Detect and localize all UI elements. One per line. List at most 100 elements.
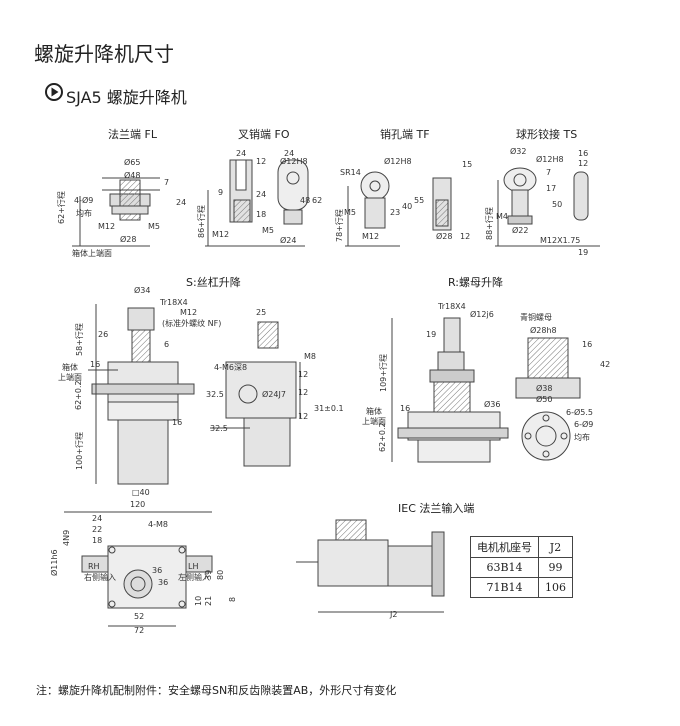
- ts-dim: 50: [552, 200, 563, 209]
- ts-dim: Ø22: [512, 226, 529, 235]
- table-header-cell: 电机机座号: [470, 536, 539, 558]
- fo-dim: 48: [300, 196, 311, 205]
- bottom-dim: 10: [194, 595, 203, 606]
- j2-table: 电机机座号 J2 63B14 99 71B14 106: [470, 536, 573, 598]
- fl-dim: Ø28: [120, 235, 137, 244]
- fl-dim: 62+行程: [57, 191, 66, 224]
- r-view-title: R:螺母升降: [448, 276, 504, 289]
- s-dim: 上端面: [58, 373, 82, 382]
- r-dim: Ø12j6: [470, 310, 494, 319]
- s-dim: Ø24J7: [262, 390, 286, 399]
- r-nut-drawing: [515, 337, 581, 461]
- fl-dim: 7: [164, 178, 170, 187]
- s-dim: 26: [98, 330, 109, 339]
- r-dim: 16: [400, 404, 411, 413]
- bottom-dim: 4N9: [62, 529, 71, 546]
- fo-title: 叉销端 FO: [238, 128, 290, 141]
- tf-dim: 40: [402, 202, 413, 211]
- fl-dim: Ø48: [124, 171, 141, 180]
- s-view-title: S:丝杠升降: [186, 276, 241, 289]
- ts-dim: Ø32: [510, 147, 527, 156]
- fo-dim: 24: [236, 149, 247, 158]
- tf-dim: Ø12H8: [384, 157, 412, 166]
- tf-dim: 23: [390, 208, 401, 217]
- bottom-dim: 80: [216, 569, 225, 580]
- tf-dim: M5: [344, 208, 356, 217]
- s-dim: 62+0.2: [74, 380, 83, 410]
- s-dim: 58+行程: [75, 323, 84, 356]
- s-dim: (标准外螺纹 NF): [162, 319, 222, 328]
- table-header-row: 电机机座号 J2: [470, 536, 573, 558]
- r-front-drawing: [391, 317, 509, 463]
- r-dim: 均布: [574, 433, 590, 442]
- table-cell: 63B14: [470, 557, 539, 578]
- fo-dim: Ø24: [280, 236, 297, 245]
- bottom-dim: 39: [204, 569, 213, 580]
- bottom-dim: 24: [92, 514, 103, 523]
- r-dim: Ø36: [484, 400, 501, 409]
- fo-dim: 86+行程: [197, 205, 206, 238]
- r-dim: 6-Ø9: [574, 420, 594, 429]
- r-dim: Ø50: [536, 395, 553, 404]
- tf-title: 销孔端 TF: [380, 128, 430, 141]
- ts-drawing: [495, 167, 600, 247]
- bottom-dim: RH: [88, 562, 100, 571]
- bottom-dim: 36: [152, 566, 163, 575]
- s-dim: 31±0.1: [314, 404, 344, 413]
- s-dim: 12: [298, 388, 309, 397]
- s-dim: 16: [90, 360, 101, 369]
- tf-dim: 12: [460, 232, 471, 241]
- s-dim: M12: [180, 308, 198, 317]
- page-title: 螺旋升降机尺寸: [34, 42, 174, 66]
- bottom-dim: Ø11h6: [50, 549, 59, 576]
- fo-dim: 12: [256, 157, 267, 166]
- bottom-dim: 36: [158, 578, 169, 587]
- ts-dim: Ø12H8: [536, 155, 564, 164]
- fo-dim: 62: [312, 196, 323, 205]
- s-dim: 32.5: [206, 390, 224, 399]
- iec-drawing: [296, 519, 445, 613]
- r-dim: 箱体: [366, 407, 382, 416]
- table-row: 63B14 99: [470, 557, 573, 578]
- fo-dim: 9: [218, 188, 224, 197]
- bottom-dim: 8: [228, 596, 237, 602]
- s-dim: 32.5: [210, 424, 228, 433]
- iec-title: IEC 法兰输入端: [398, 502, 475, 515]
- table-row: 71B14 106: [470, 577, 573, 598]
- ts-dim: 12: [578, 159, 589, 168]
- fo-dim: Ø12H8: [280, 157, 308, 166]
- bottom-dim: 22: [92, 525, 103, 534]
- s-dim: 16: [172, 418, 183, 427]
- s-front-drawing: [88, 304, 195, 485]
- bottom-dim: 左侧输入: [178, 573, 210, 582]
- r-dim: Ø28h8: [530, 326, 557, 335]
- s-dim: 6: [164, 340, 170, 349]
- s-dim: 12: [298, 412, 309, 421]
- fo-dim: M5: [262, 226, 274, 235]
- ts-dim: 19: [578, 248, 589, 257]
- s-dim: 4-M6深8: [214, 363, 248, 372]
- ts-dim: 17: [546, 184, 557, 193]
- fl-dim: 均布: [76, 209, 92, 218]
- ts-dim: 16: [578, 149, 589, 158]
- tf-dim: 78+行程: [335, 209, 344, 242]
- tf-dim: Ø28: [436, 232, 453, 241]
- s-dim: 箱体: [62, 363, 78, 372]
- s-dim: Ø34: [134, 286, 151, 295]
- r-dim: 青铜螺母: [520, 313, 552, 322]
- fo-drawing: [205, 159, 309, 247]
- fo-dim: 18: [256, 210, 267, 219]
- iec-j2-dim: J2: [390, 610, 398, 619]
- r-dim: 上端面: [362, 417, 386, 426]
- tf-dim: 55: [414, 196, 425, 205]
- fl-dim: M5: [148, 222, 160, 231]
- r-dim: 62+0.2: [378, 422, 387, 452]
- table-cell: 71B14: [470, 577, 539, 598]
- r-dim: 109+行程: [379, 354, 388, 392]
- fo-dim: 24: [284, 149, 295, 158]
- fl-drawing: [72, 177, 160, 247]
- bottom-dim: 18: [92, 536, 103, 545]
- tf-dim: M12: [362, 232, 380, 241]
- fl-dim: M12: [98, 222, 116, 231]
- ts-dim: M12X1.75: [540, 236, 581, 245]
